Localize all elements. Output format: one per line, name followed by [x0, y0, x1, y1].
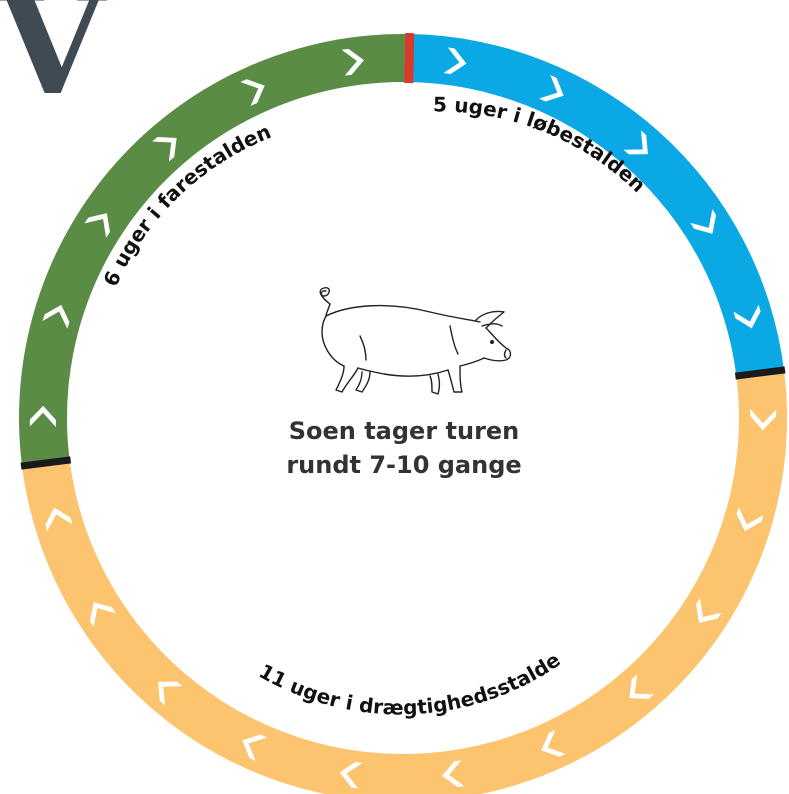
direction-chevron-icon: [623, 130, 648, 155]
direction-chevron-icon: [45, 507, 73, 532]
drop-cap-letter: V: [0, 0, 105, 126]
direction-chevron-icon: [696, 598, 722, 623]
ring-markers: [20, 32, 786, 470]
direction-chevron-icon: [733, 304, 761, 329]
ring-segments: [18, 34, 787, 794]
direction-chevron-icon: [42, 304, 70, 329]
direction-chevron-icon: [736, 507, 764, 532]
direction-chevron-icon: [690, 209, 717, 234]
direction-chevron-icon: [152, 137, 177, 162]
stage-divider: [20, 456, 72, 470]
ring-arrows: [29, 47, 777, 789]
center-caption-line2: rundt 7-10 gange: [286, 451, 522, 479]
direction-chevron-icon: [84, 213, 110, 238]
direction-chevron-icon: [629, 674, 654, 699]
direction-chevron-icon: [29, 405, 56, 427]
pig-icon: [300, 286, 516, 398]
direction-chevron-icon: [443, 47, 467, 75]
center-caption-line1: Soen tager turen: [288, 417, 520, 445]
start-marker: [404, 32, 415, 84]
direction-chevron-icon: [242, 734, 267, 762]
ring-segment-loebestald: [408, 34, 784, 376]
ring-segment-farestald: [18, 34, 410, 467]
center-caption: Soen tager turen rundt 7-10 gange: [264, 414, 544, 482]
direction-chevron-icon: [89, 602, 116, 627]
direction-chevron-icon: [158, 681, 183, 706]
stage-divider: [734, 366, 786, 380]
direction-chevron-icon: [339, 761, 363, 789]
direction-chevron-icon: [442, 760, 465, 788]
direction-chevron-icon: [341, 48, 364, 76]
direction-chevron-icon: [240, 79, 265, 106]
direction-chevron-icon: [750, 409, 777, 431]
direction-chevron-icon: [541, 730, 566, 757]
direction-chevron-icon: [539, 74, 564, 102]
